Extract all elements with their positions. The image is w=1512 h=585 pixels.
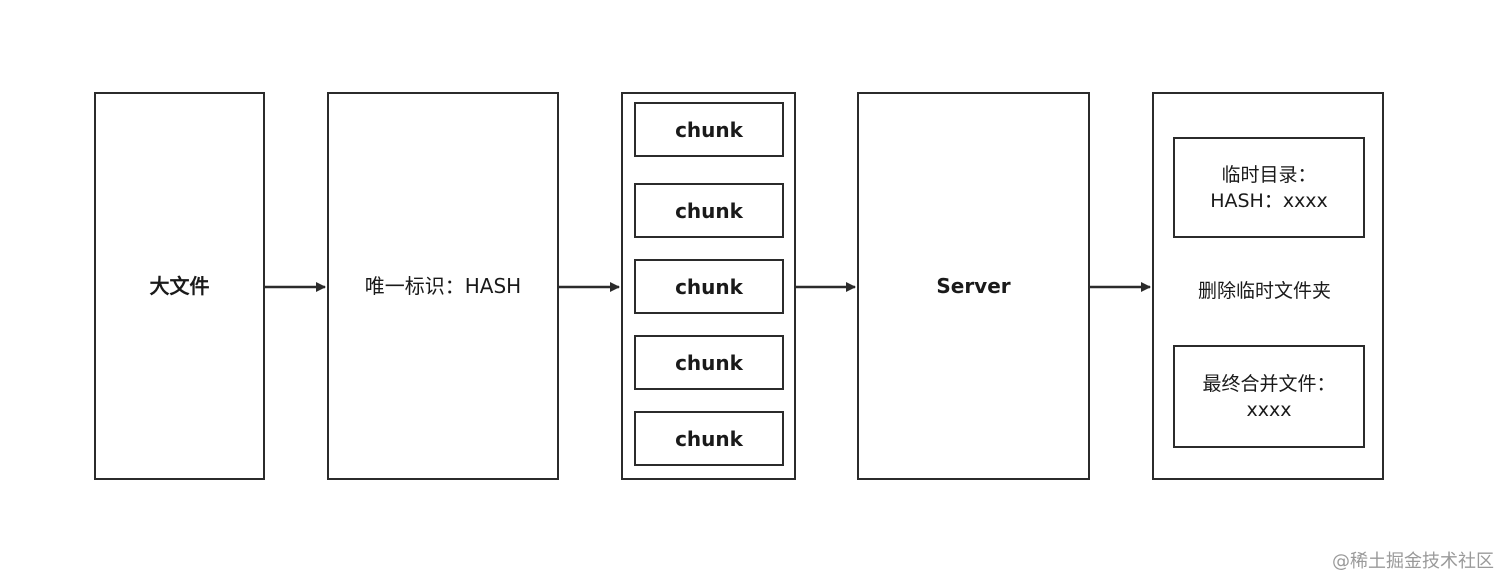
server-label: Server — [936, 274, 1011, 298]
big-file-label: 大文件 — [149, 274, 210, 298]
delete-temp-folder-text: 删除临时文件夹 — [1198, 280, 1332, 302]
chunk-box-3: chunk — [634, 259, 784, 314]
watermark: @稀土掘金技术社区 — [1332, 551, 1494, 572]
chunk-label: chunk — [675, 350, 743, 375]
temp-dir-title: 临时目录： — [1221, 163, 1317, 186]
hash-id-box: 唯一标识：HASH — [327, 92, 559, 480]
temp-dir-hash: HASH：xxxx — [1210, 189, 1328, 212]
final-file-box: 最终合并文件： xxxx — [1173, 345, 1365, 448]
server-box: Server — [857, 92, 1090, 480]
big-file-box: 大文件 — [94, 92, 265, 480]
chunk-label: chunk — [675, 426, 743, 451]
final-file-title: 最终合并文件： — [1202, 372, 1336, 395]
chunk-box-5: chunk — [634, 411, 784, 466]
chunk-box-1: chunk — [634, 102, 784, 157]
chunk-box-4: chunk — [634, 335, 784, 390]
hash-id-label: 唯一标识：HASH — [364, 274, 522, 298]
temp-dir-box: 临时目录： HASH：xxxx — [1173, 137, 1365, 238]
delete-temp-folder-label: 删除临时文件夹 — [1194, 274, 1336, 305]
chunk-box-2: chunk — [634, 183, 784, 238]
chunk-label: chunk — [675, 117, 743, 142]
chunk-label: chunk — [675, 198, 743, 223]
final-file-name: xxxx — [1246, 398, 1292, 421]
chunk-label: chunk — [675, 274, 743, 299]
